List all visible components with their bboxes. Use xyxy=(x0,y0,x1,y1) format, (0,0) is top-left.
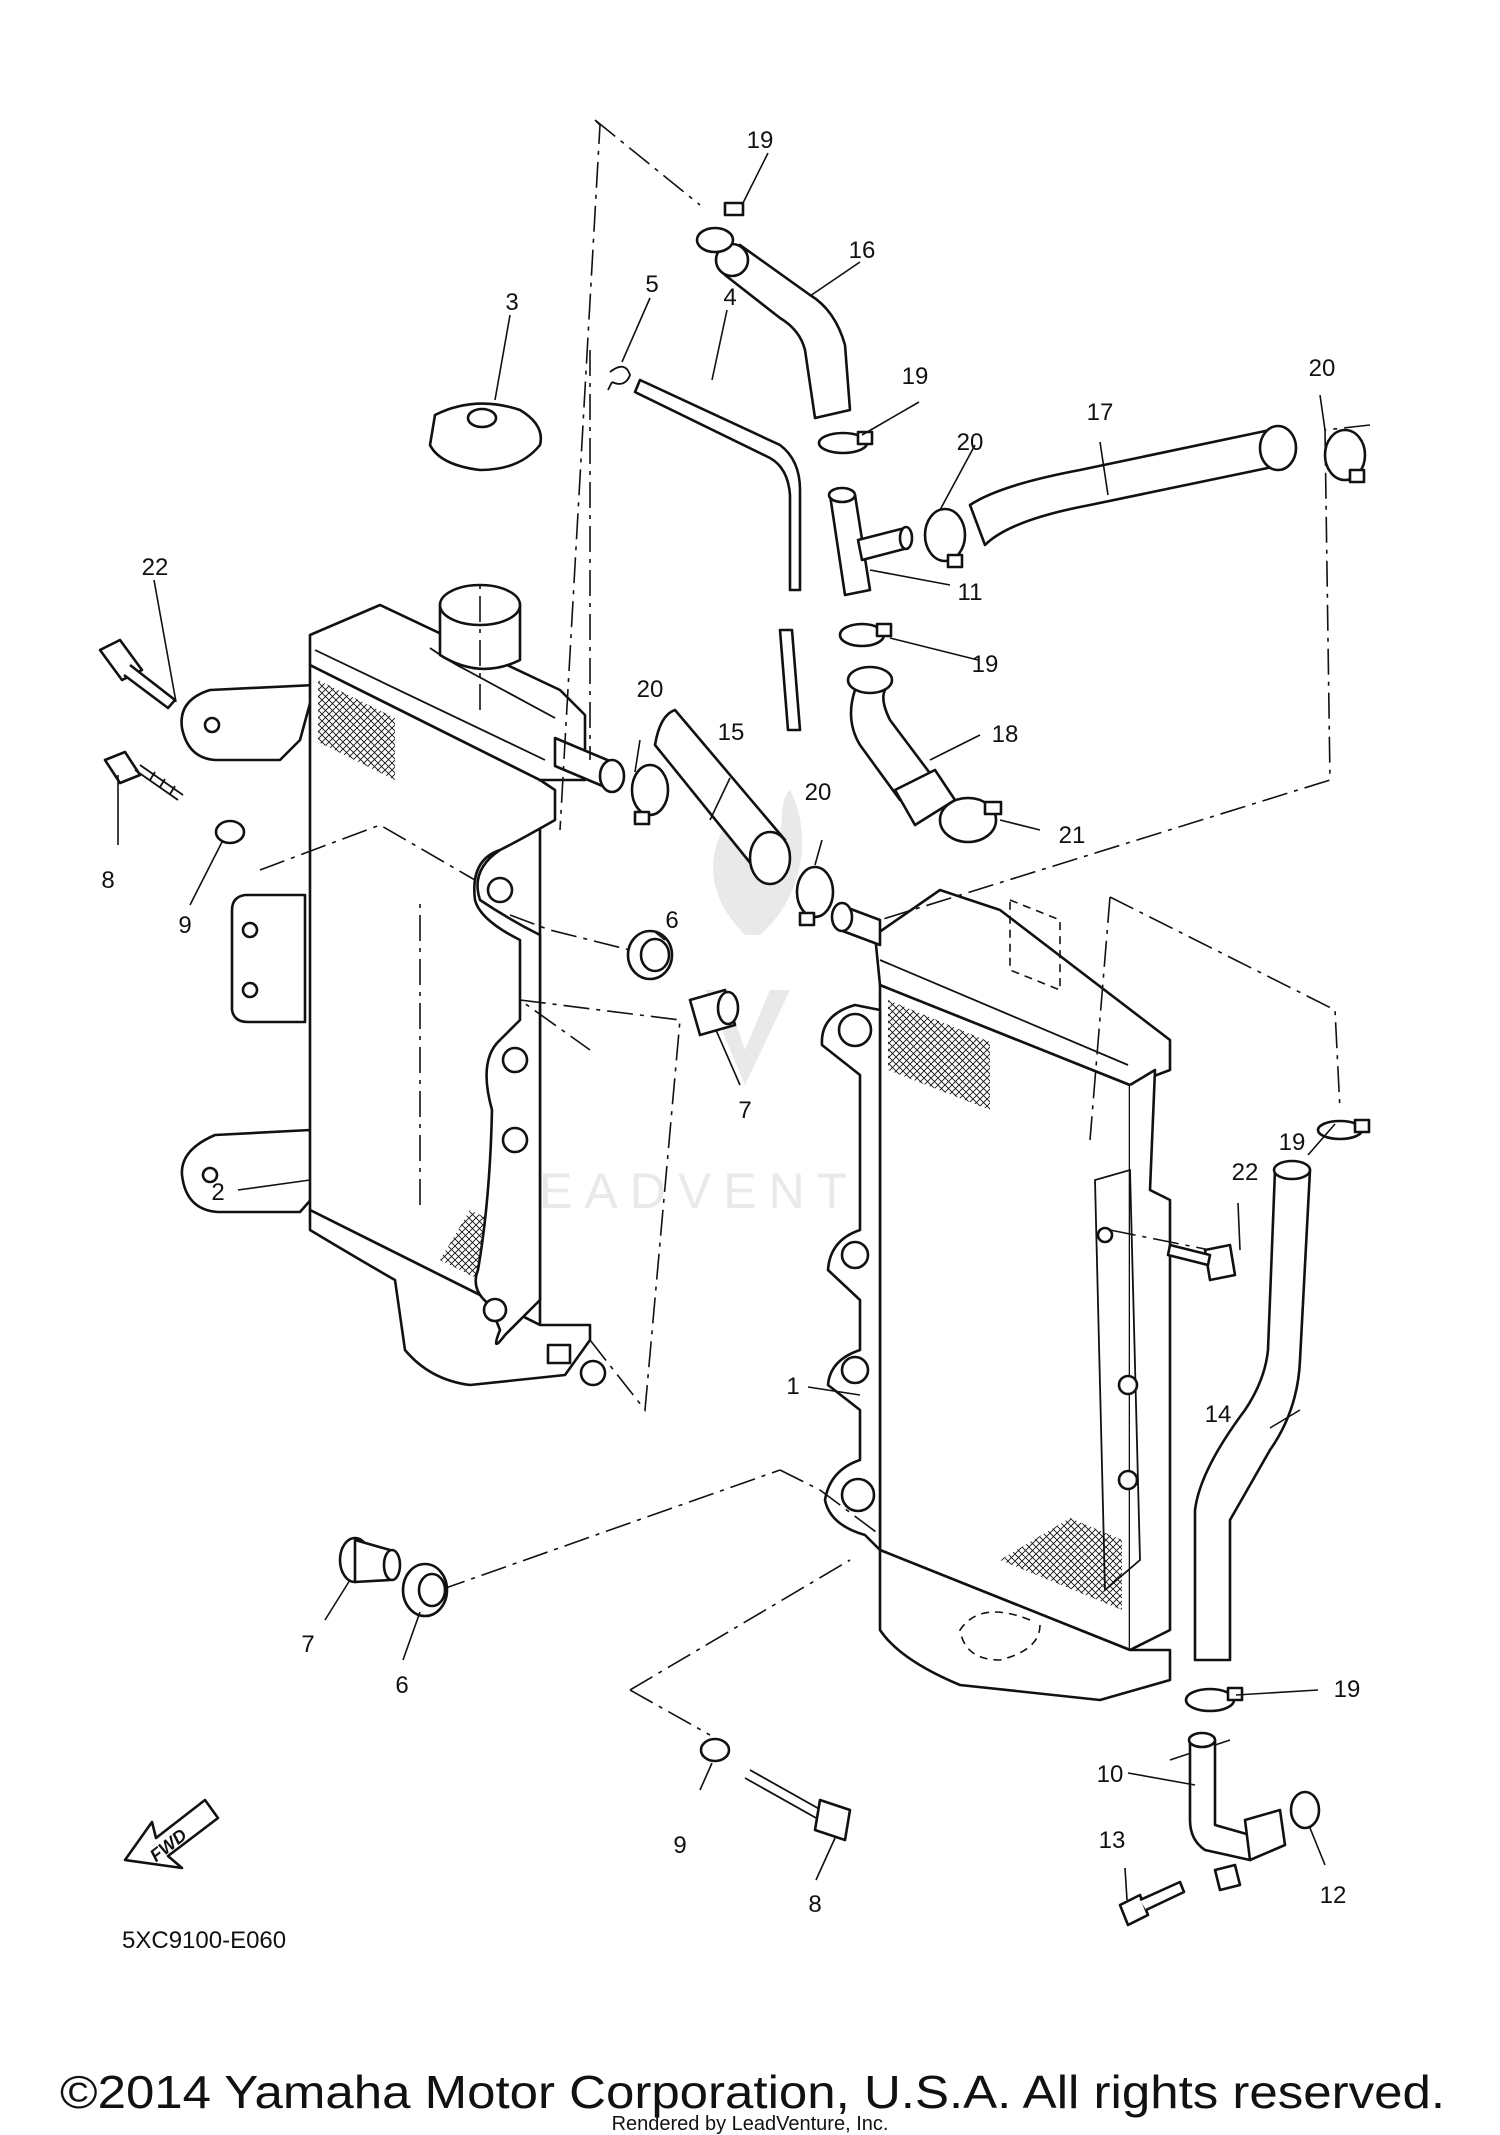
callout-11: 11 xyxy=(958,579,983,606)
clip-5 xyxy=(607,365,631,391)
radiator-left-upper-bracket xyxy=(180,683,317,762)
callout-7-b: 7 xyxy=(301,1631,314,1658)
grommet-6-upper xyxy=(626,929,674,981)
rendered-by-text: Rendered by LeadVenture, Inc. xyxy=(612,2113,889,2135)
callout-22-b: 22 xyxy=(1232,1159,1259,1186)
clamp-19-a xyxy=(695,201,745,254)
grommet-6-lower xyxy=(401,1562,449,1618)
radiator-right-top-tank xyxy=(873,888,1172,1087)
callout-20-d: 20 xyxy=(1309,355,1336,382)
washer-9-left xyxy=(214,819,246,845)
clamp-20-b xyxy=(795,865,835,927)
radiator-left-side-mount xyxy=(230,893,307,1024)
hose-18 xyxy=(846,665,957,827)
callout-15: 15 xyxy=(718,719,745,746)
diagram-code: 5XC9100-E060 xyxy=(122,1927,286,1954)
callout-7-a: 7 xyxy=(738,1097,751,1124)
fwd-arrow: FWD xyxy=(123,1798,220,1870)
callout-19-b: 19 xyxy=(902,363,929,390)
bolt-13 xyxy=(1118,1880,1186,1927)
callout-3: 3 xyxy=(505,289,518,316)
callout-9-b: 9 xyxy=(673,1832,686,1859)
bolt-8-left xyxy=(103,750,184,801)
clamp-21 xyxy=(938,796,1003,844)
radiator-right xyxy=(820,888,1172,1702)
callout-12: 12 xyxy=(1320,1882,1347,1909)
washer-9-right xyxy=(699,1737,731,1763)
hose-17 xyxy=(968,424,1298,547)
clamp-19-d xyxy=(1316,1118,1371,1141)
radiator-cap xyxy=(428,402,543,472)
clamp-20-d xyxy=(1323,428,1367,484)
callout-19-c: 19 xyxy=(972,651,999,678)
callout-21: 21 xyxy=(1059,822,1086,849)
collar-7-upper xyxy=(688,988,740,1037)
radiator-left xyxy=(180,583,626,1387)
radiator-right-bottom-tank xyxy=(878,1548,1172,1702)
bolt-8-right xyxy=(744,1769,852,1842)
callout-20-a: 20 xyxy=(637,676,664,703)
leader-lines xyxy=(117,152,1336,1901)
clamp-19-e xyxy=(1184,1686,1244,1713)
callout-8-b: 8 xyxy=(808,1891,821,1918)
callout-22-a: 22 xyxy=(142,554,169,581)
callout-18: 18 xyxy=(992,721,1019,748)
hose-15 xyxy=(653,708,792,886)
callout-8-a: 8 xyxy=(101,867,114,894)
callout-6-a: 6 xyxy=(665,907,678,934)
radiator-left-bottom-tank xyxy=(308,1208,592,1387)
callout-10: 10 xyxy=(1097,1761,1124,1788)
bolt-22-right xyxy=(1166,1243,1237,1282)
callouts: 19 16 3 5 4 19 17 20 20 11 19 18 21 20 1… xyxy=(101,127,1360,1918)
pipe-10 xyxy=(1187,1731,1287,1892)
clamp-19-b xyxy=(817,430,874,455)
bolt-22-left xyxy=(98,638,177,710)
callout-2: 2 xyxy=(211,1179,224,1206)
radiator-right-side-plate xyxy=(1129,1068,1172,1652)
callout-6-b: 6 xyxy=(395,1672,408,1699)
o-ring-12 xyxy=(1289,1790,1321,1830)
clamp-20-c xyxy=(923,507,967,569)
clamp-20-a xyxy=(630,763,670,826)
callout-19-d: 19 xyxy=(1279,1129,1306,1156)
callout-9-a: 9 xyxy=(178,912,191,939)
collar-7-lower xyxy=(338,1536,402,1584)
overflow-tube-4 xyxy=(633,378,802,732)
callout-20-b: 20 xyxy=(805,779,832,806)
callout-20-c: 20 xyxy=(957,429,984,456)
hose-16 xyxy=(714,242,852,420)
radiator-left-lower-bracket xyxy=(180,1128,317,1214)
callout-1: 1 xyxy=(786,1373,799,1400)
hose-14 xyxy=(1193,1159,1312,1662)
callout-5: 5 xyxy=(645,271,658,298)
callout-13: 13 xyxy=(1099,1827,1126,1854)
assembly-lines xyxy=(259,119,1371,1761)
callout-16: 16 xyxy=(849,237,876,264)
radiator-right-mount-plate xyxy=(820,1003,882,1552)
callout-4: 4 xyxy=(723,284,736,311)
joint-11 xyxy=(827,486,914,597)
callout-17: 17 xyxy=(1087,399,1114,426)
radiator-left-top-tank xyxy=(308,603,587,782)
callout-14: 14 xyxy=(1205,1401,1232,1428)
callout-19-e: 19 xyxy=(1334,1676,1361,1703)
copyright-text: ©2014 Yamaha Motor Corporation, U.S.A. A… xyxy=(60,2066,1445,2118)
clamp-19-c xyxy=(838,622,893,648)
callout-19-a: 19 xyxy=(747,127,774,154)
